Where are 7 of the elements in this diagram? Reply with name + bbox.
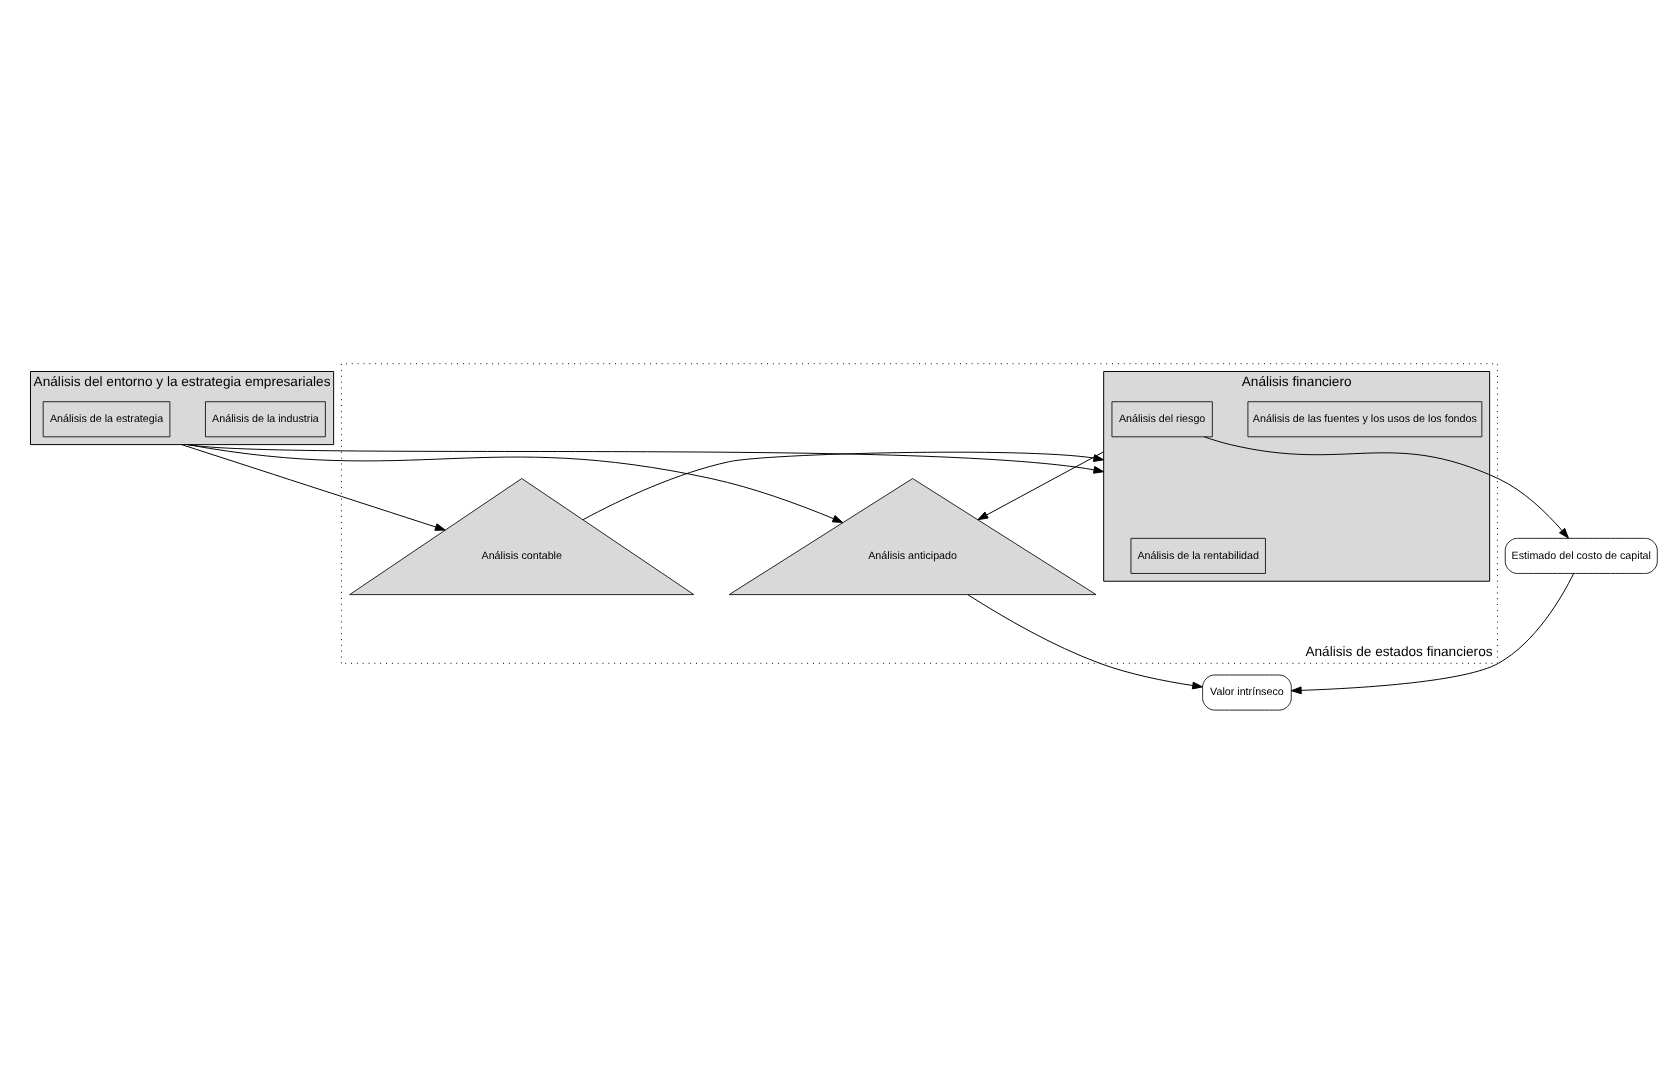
arrow <box>181 444 446 531</box>
arrow <box>967 594 1203 690</box>
arrow <box>977 451 1105 521</box>
arrow <box>186 444 844 523</box>
arrow <box>582 451 1105 521</box>
arrow <box>1203 436 1569 539</box>
arrow <box>1290 573 1575 695</box>
